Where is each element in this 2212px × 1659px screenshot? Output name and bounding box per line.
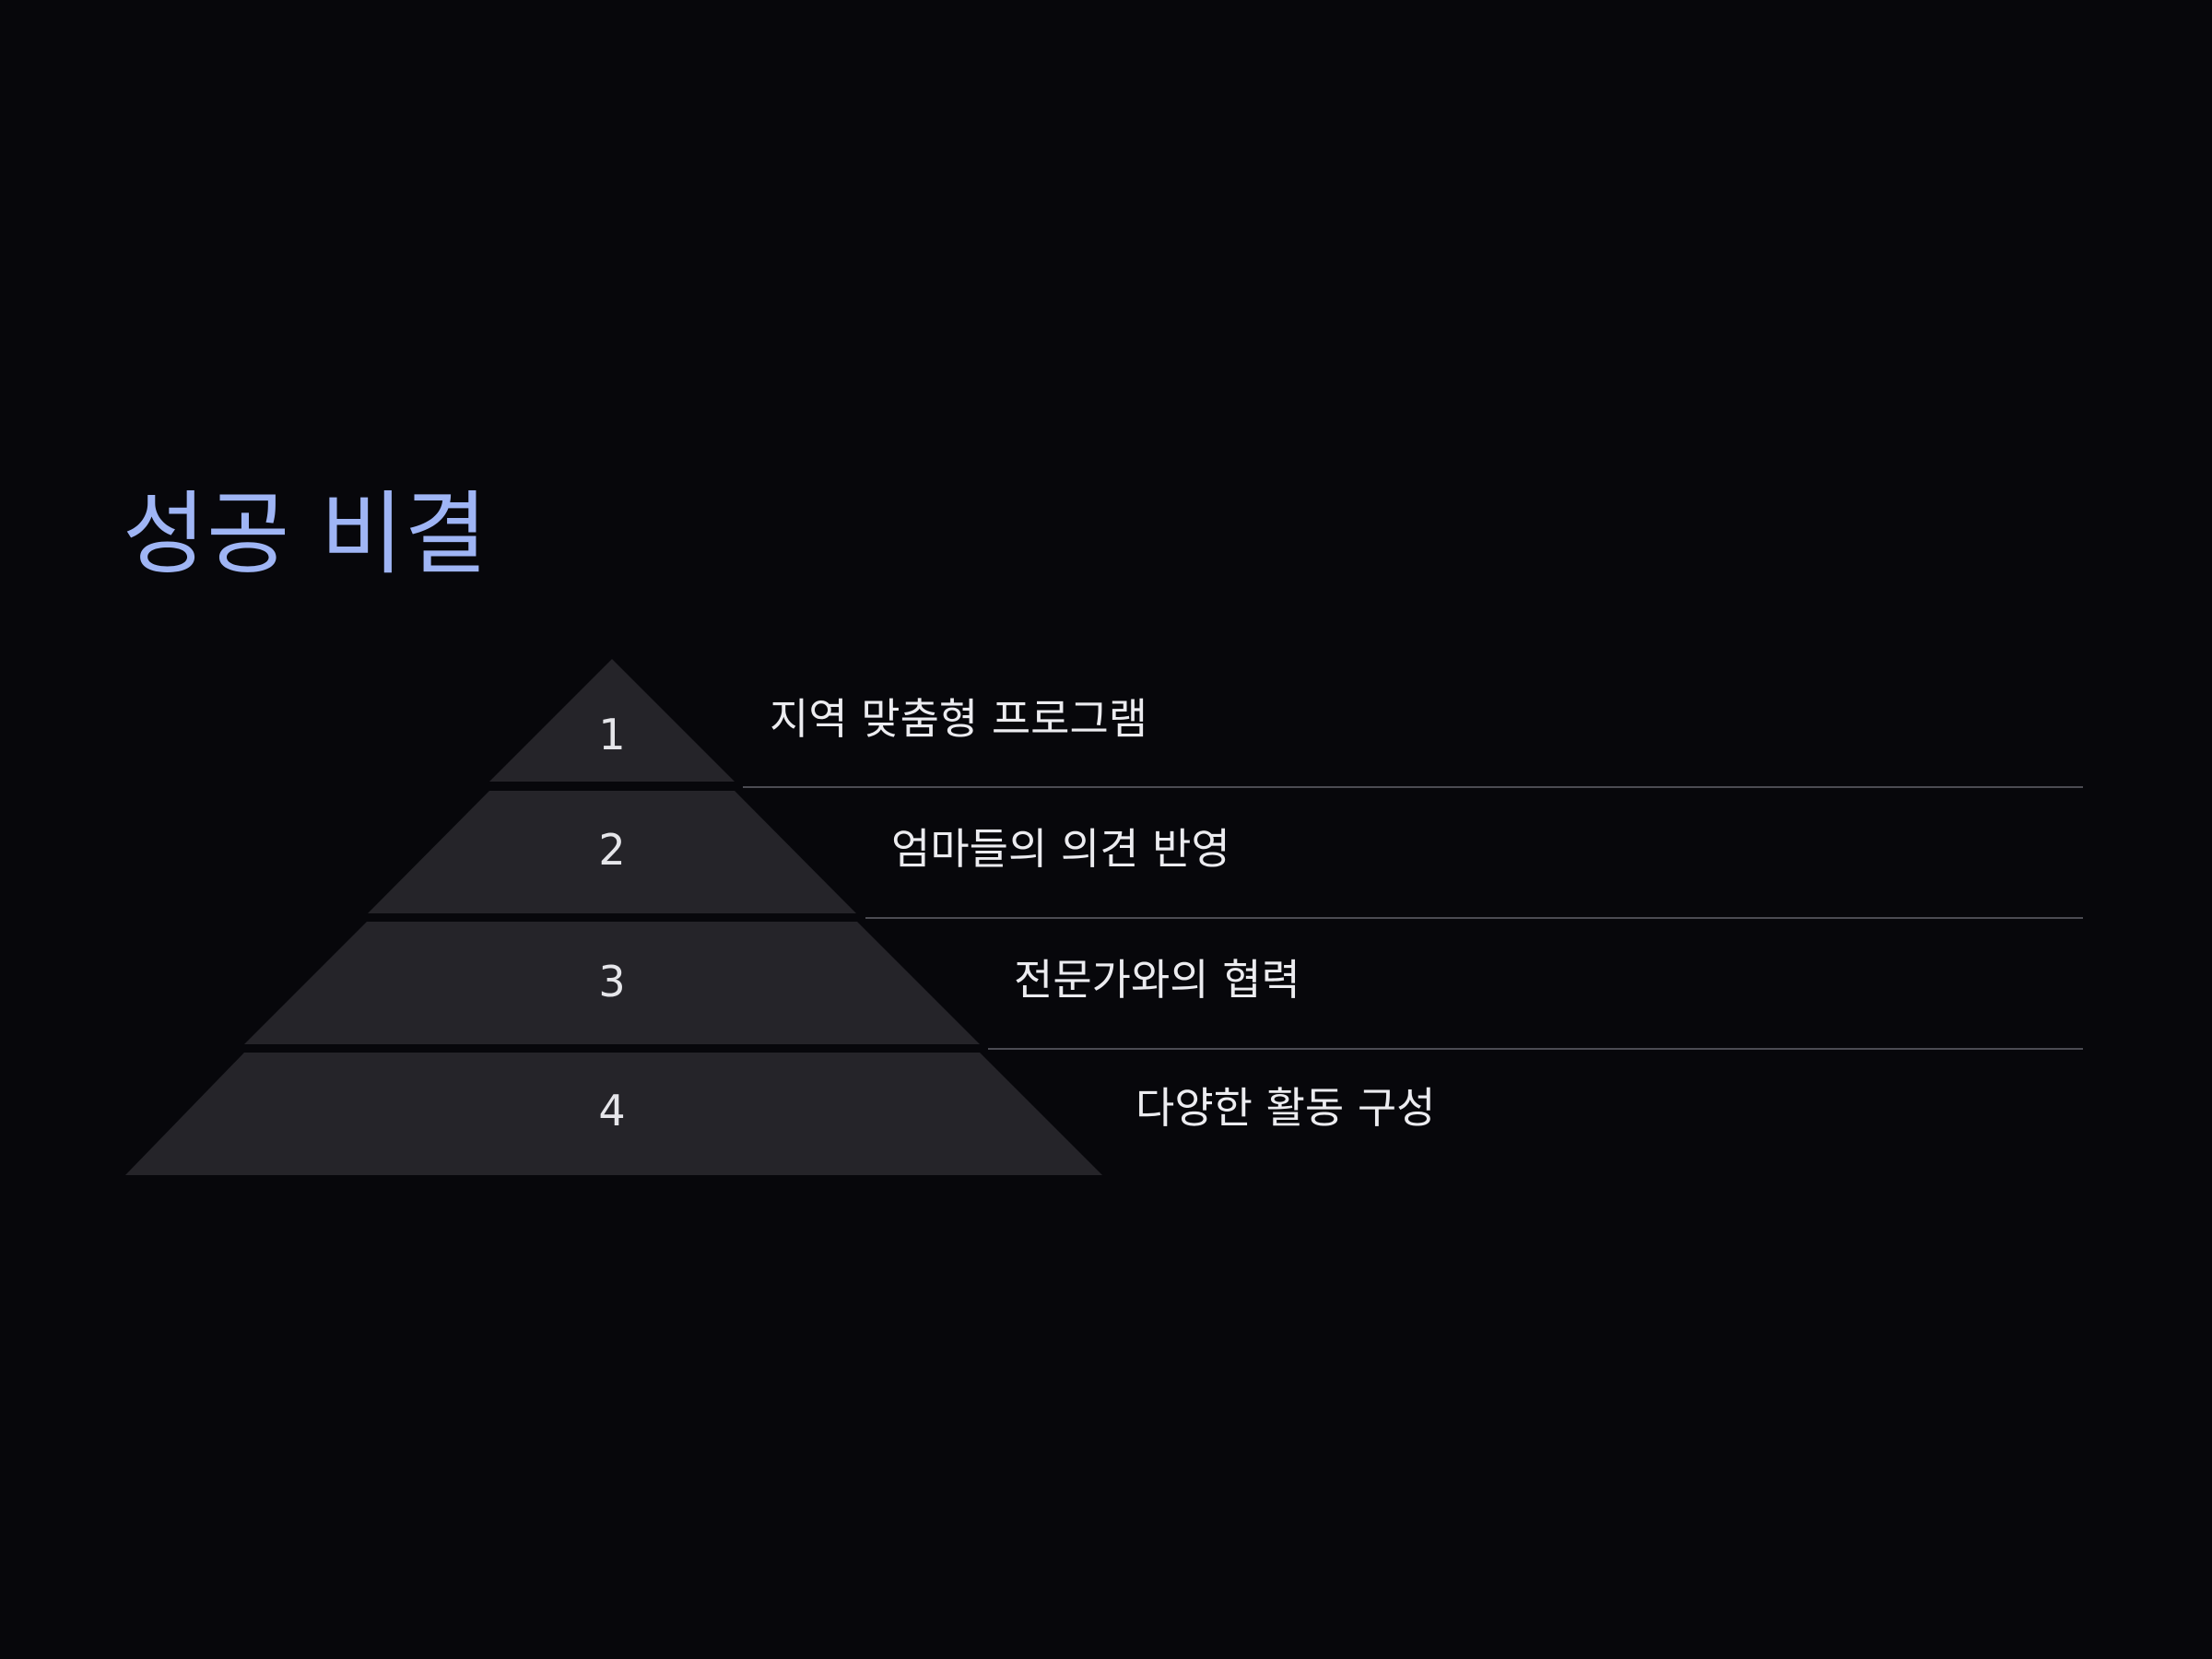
level-label-1: 지역 맞춤형 프로그램 [770, 694, 1148, 744]
tier-number-1: 1 [598, 710, 625, 759]
tier-number-2: 2 [598, 825, 625, 875]
level-label-2: 엄마들의 의견 반영 [891, 824, 1230, 874]
tier-number-3: 3 [598, 957, 625, 1006]
level-label-4: 다양한 활동 구성 [1135, 1083, 1436, 1133]
pyramid-tier-1 [489, 659, 735, 782]
pyramid-tier-4 [125, 1053, 1102, 1175]
slide-title: 성공 비결 [123, 482, 488, 587]
level-label-3: 전문가와의 협력 [1014, 955, 1300, 1005]
tier-number-4: 4 [598, 1086, 625, 1135]
pyramid-tier-2 [368, 791, 856, 913]
pyramid-tier-3 [244, 922, 980, 1044]
